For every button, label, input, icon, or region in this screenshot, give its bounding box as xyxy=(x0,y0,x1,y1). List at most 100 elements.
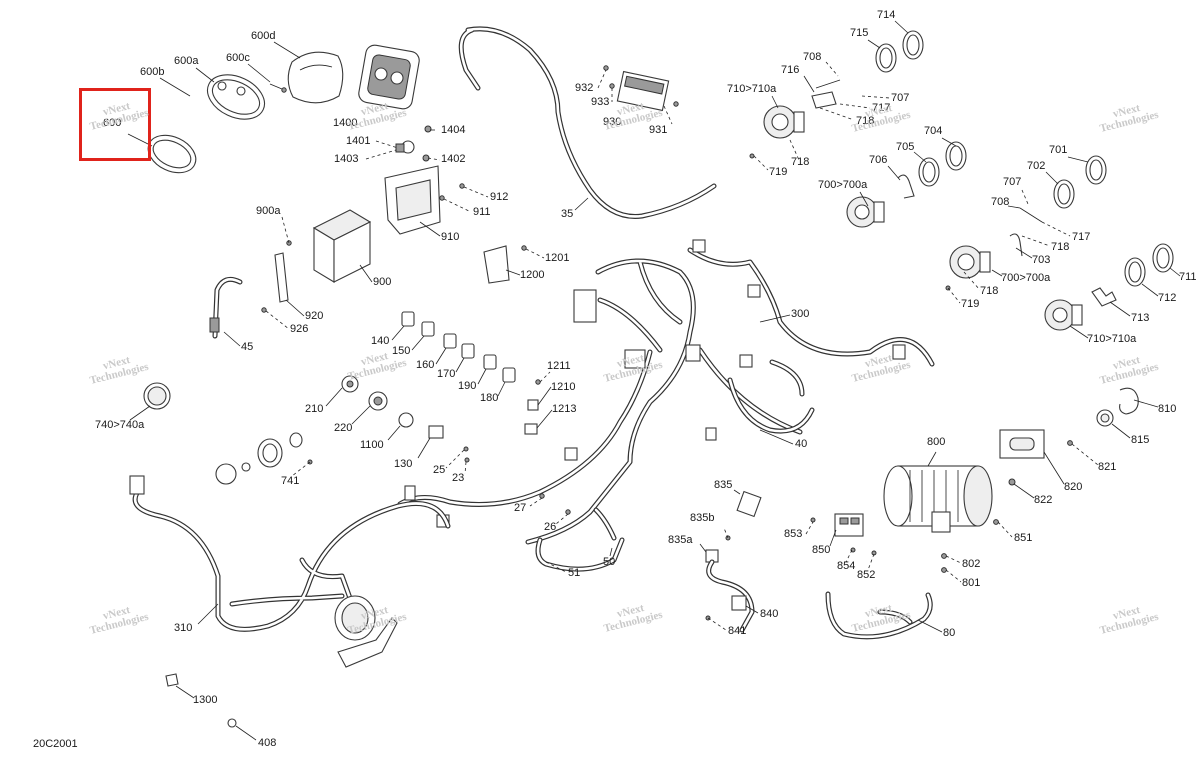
callout-854[interactable]: 854 xyxy=(837,560,856,572)
callout-710-710a[interactable]: 710>710a xyxy=(1087,333,1137,345)
callout-712[interactable]: 712 xyxy=(1158,292,1177,304)
callout-704[interactable]: 704 xyxy=(924,125,943,137)
callout-810[interactable]: 810 xyxy=(1158,403,1177,415)
callout-1100[interactable]: 1100 xyxy=(360,439,384,451)
callout-300[interactable]: 300 xyxy=(791,308,810,320)
callout-835a[interactable]: 835a xyxy=(668,534,693,546)
callout-853[interactable]: 853 xyxy=(784,528,803,540)
callout-310[interactable]: 310 xyxy=(174,622,193,634)
callout-910[interactable]: 910 xyxy=(441,231,460,243)
callout-1211[interactable]: 1211 xyxy=(547,360,571,372)
callout-140[interactable]: 140 xyxy=(371,335,390,347)
callout-210[interactable]: 210 xyxy=(305,403,324,415)
callout-932[interactable]: 932 xyxy=(575,82,594,94)
callout-40[interactable]: 40 xyxy=(795,438,808,450)
callout-1400[interactable]: 1400 xyxy=(333,117,358,129)
callout-1401[interactable]: 1401 xyxy=(346,135,371,147)
callout-801[interactable]: 801 xyxy=(962,577,981,589)
callout-701[interactable]: 701 xyxy=(1049,144,1068,156)
callout-931[interactable]: 931 xyxy=(649,124,668,136)
callout-713[interactable]: 713 xyxy=(1131,312,1150,324)
callout-26[interactable]: 26 xyxy=(544,521,557,533)
callout-716[interactable]: 716 xyxy=(781,64,800,76)
callout-180[interactable]: 180 xyxy=(480,392,499,404)
callout-717[interactable]: 717 xyxy=(1072,231,1091,243)
part-850-relay xyxy=(810,513,877,556)
callout-707[interactable]: 707 xyxy=(1003,176,1022,188)
callout-50[interactable]: 50 xyxy=(603,556,616,568)
callout-800[interactable]: 800 xyxy=(927,436,946,448)
callout-802[interactable]: 802 xyxy=(962,558,981,570)
callout-900a[interactable]: 900a xyxy=(256,205,281,217)
callout-700-700a[interactable]: 700>700a xyxy=(1001,272,1051,284)
callout-707[interactable]: 707 xyxy=(891,92,910,104)
callout-820[interactable]: 820 xyxy=(1064,481,1083,493)
callout-715[interactable]: 715 xyxy=(850,27,869,39)
callout-130[interactable]: 130 xyxy=(394,458,413,470)
callout-27[interactable]: 27 xyxy=(514,502,527,514)
callout-711[interactable]: 711 xyxy=(1179,271,1197,283)
callout-911[interactable]: 911 xyxy=(473,206,491,218)
callout-45[interactable]: 45 xyxy=(241,341,254,353)
callout-706[interactable]: 706 xyxy=(869,154,888,166)
callout-1213[interactable]: 1213 xyxy=(552,403,577,415)
callout-1300[interactable]: 1300 xyxy=(193,694,218,706)
callout-600[interactable]: 600 xyxy=(103,117,122,129)
callout-926[interactable]: 926 xyxy=(290,323,309,335)
callout-900[interactable]: 900 xyxy=(373,276,392,288)
callout-850[interactable]: 850 xyxy=(812,544,831,556)
callout-600c[interactable]: 600c xyxy=(226,52,250,64)
callout-702[interactable]: 702 xyxy=(1027,160,1046,172)
callout-1403[interactable]: 1403 xyxy=(334,153,359,165)
callout-815[interactable]: 815 xyxy=(1131,434,1150,446)
callout-600b[interactable]: 600b xyxy=(140,66,165,78)
callout-714[interactable]: 714 xyxy=(877,9,896,21)
callout-718[interactable]: 718 xyxy=(856,115,875,127)
callout-821[interactable]: 821 xyxy=(1098,461,1117,473)
callout-920[interactable]: 920 xyxy=(305,310,324,322)
callout-705[interactable]: 705 xyxy=(896,141,915,153)
callout-708[interactable]: 708 xyxy=(991,196,1010,208)
callout-190[interactable]: 190 xyxy=(458,380,477,392)
callout-1402[interactable]: 1402 xyxy=(441,153,466,165)
callout-35[interactable]: 35 xyxy=(561,208,574,220)
callout-1210[interactable]: 1210 xyxy=(551,381,576,393)
callout-1201[interactable]: 1201 xyxy=(545,252,570,264)
callout-841[interactable]: 841 xyxy=(728,625,747,637)
callout-835b[interactable]: 835b xyxy=(690,512,715,524)
callout-717[interactable]: 717 xyxy=(872,102,891,114)
callout-835[interactable]: 835 xyxy=(714,479,733,491)
callout-150[interactable]: 150 xyxy=(392,345,411,357)
callout-718[interactable]: 718 xyxy=(980,285,999,297)
callout-719[interactable]: 719 xyxy=(769,166,788,178)
callout-700-700a[interactable]: 700>700a xyxy=(818,179,868,191)
part-920-strap xyxy=(261,252,289,313)
callout-852[interactable]: 852 xyxy=(857,569,876,581)
callout-600d[interactable]: 600d xyxy=(251,30,276,42)
callout-708[interactable]: 708 xyxy=(803,51,822,63)
callout-822[interactable]: 822 xyxy=(1034,494,1053,506)
callout-718[interactable]: 718 xyxy=(1051,241,1070,253)
callout-220[interactable]: 220 xyxy=(334,422,353,434)
callout-25[interactable]: 25 xyxy=(433,464,446,476)
callout-1200[interactable]: 1200 xyxy=(520,269,545,281)
callout-170[interactable]: 170 xyxy=(437,368,456,380)
callout-741[interactable]: 741 xyxy=(281,475,300,487)
callout-719[interactable]: 719 xyxy=(961,298,980,310)
callout-1404[interactable]: 1404 xyxy=(441,124,466,136)
callout-600a[interactable]: 600a xyxy=(174,55,199,67)
callout-51[interactable]: 51 xyxy=(568,567,581,579)
callout-912[interactable]: 912 xyxy=(490,191,509,203)
callout-710-710a[interactable]: 710>710a xyxy=(727,83,777,95)
callout-740-740a[interactable]: 740>740a xyxy=(95,419,145,431)
callout-80[interactable]: 80 xyxy=(943,627,956,639)
callout-930[interactable]: 930 xyxy=(603,116,622,128)
callout-23[interactable]: 23 xyxy=(452,472,465,484)
callout-718[interactable]: 718 xyxy=(791,156,810,168)
callout-160[interactable]: 160 xyxy=(416,359,435,371)
callout-840[interactable]: 840 xyxy=(760,608,779,620)
callout-933[interactable]: 933 xyxy=(591,96,610,108)
callout-703[interactable]: 703 xyxy=(1032,254,1051,266)
callout-851[interactable]: 851 xyxy=(1014,532,1033,544)
callout-408[interactable]: 408 xyxy=(258,737,277,749)
